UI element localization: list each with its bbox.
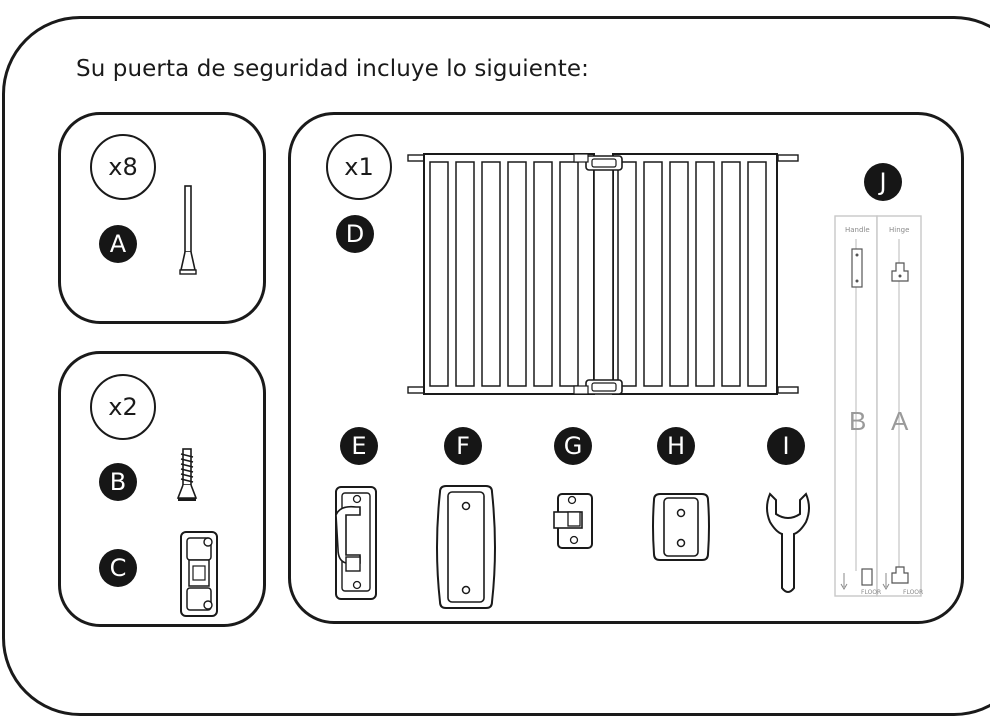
template-strip-a-letter: A xyxy=(891,406,909,436)
quantity-badge-d: x1 xyxy=(326,134,392,200)
safety-gate-icon xyxy=(407,153,799,395)
letter-badge-c: C xyxy=(99,549,137,587)
long-bolt-icon xyxy=(179,185,197,275)
template-strip-b-footer: FLOOR xyxy=(861,589,882,596)
template-strip-b-letter: B xyxy=(849,406,867,436)
letter-badge-g: G xyxy=(554,427,592,465)
letter-badge-j: J xyxy=(864,163,902,201)
template-strip-a-header: Hinge xyxy=(889,226,910,234)
part-box-main xyxy=(288,112,964,624)
wrench-icon xyxy=(766,492,810,593)
letter-badge-a: A xyxy=(99,225,137,263)
letter-badge-d: D xyxy=(336,215,374,253)
wall-cup-large-icon xyxy=(436,485,496,609)
wall-cup-small-icon xyxy=(652,493,710,561)
short-screw-icon xyxy=(176,448,198,501)
part-box-a xyxy=(58,112,266,324)
part-box-bc xyxy=(58,351,266,627)
hinge-bracket-icon xyxy=(553,493,593,549)
template-strip-a-footer: FLOOR xyxy=(903,589,924,596)
letter-badge-e: E xyxy=(340,427,378,465)
latch-handle-plate-icon xyxy=(335,486,377,600)
drilling-template-icon xyxy=(834,215,922,597)
letter-badge-f: F xyxy=(444,427,482,465)
page-title: Su puerta de seguridad incluye lo siguie… xyxy=(76,56,589,82)
quantity-badge-bc: x2 xyxy=(90,374,156,440)
quantity-badge-a: x8 xyxy=(90,134,156,200)
latch-bracket-icon xyxy=(180,531,218,617)
template-strip-b-header: Handle xyxy=(845,226,870,234)
letter-badge-i: I xyxy=(767,427,805,465)
letter-badge-b: B xyxy=(99,463,137,501)
letter-badge-h: H xyxy=(657,427,695,465)
